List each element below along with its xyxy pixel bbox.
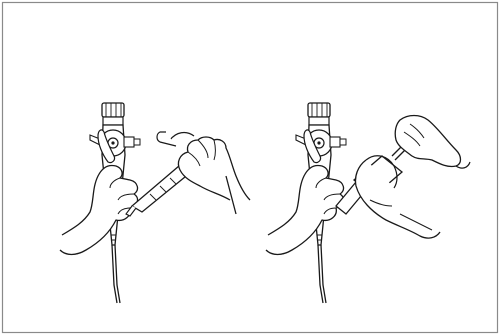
- figure-frame: [3, 3, 498, 333]
